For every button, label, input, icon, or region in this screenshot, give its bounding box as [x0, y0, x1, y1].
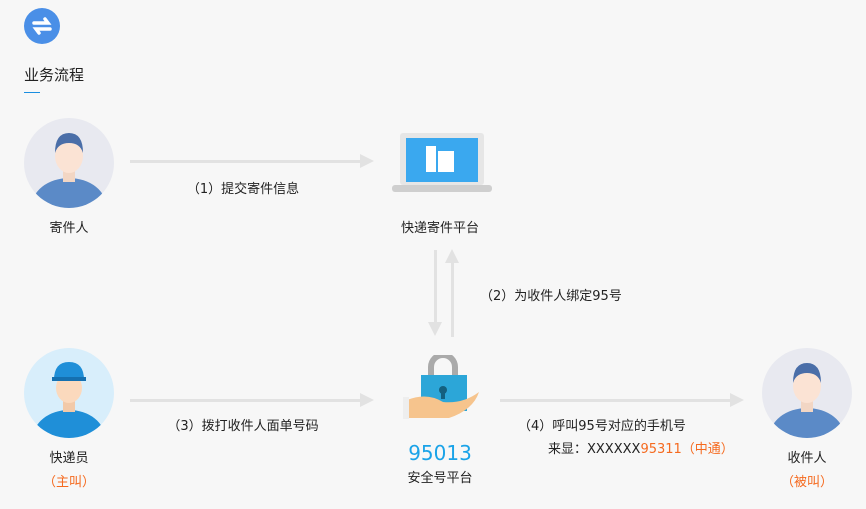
sender-label: 寄件人: [49, 221, 89, 236]
caller-id-number: 95311（中通）: [640, 442, 734, 457]
step4-label: （4）呼叫95号对应的手机号: [518, 419, 686, 434]
platform-label: 快递寄件平台: [400, 221, 480, 236]
caller-id: 来显：XXXXXX95311（中通）: [548, 438, 734, 457]
caller-id-prefix: 来显：XXXXXX: [548, 442, 641, 457]
arrow-step1: [130, 154, 374, 168]
secure-number: 95013: [408, 441, 472, 465]
receiver-avatar: [762, 348, 852, 438]
step2-label: （2）为收件人绑定95号: [480, 289, 622, 304]
lock-hand-icon: [403, 352, 483, 425]
secure-label: 安全号平台: [407, 471, 473, 486]
arrow-step3: [130, 393, 374, 407]
laptop-icon: [392, 133, 492, 197]
arrow-step4: [500, 393, 744, 407]
receiver-label: 收件人: [787, 451, 827, 466]
arrow-down: [428, 250, 442, 336]
page-title: 业务流程: [24, 66, 85, 84]
courier-label: 快递员: [49, 451, 89, 466]
refresh-icon: [24, 8, 60, 44]
step1-label: （1）提交寄件信息: [186, 182, 300, 197]
arrow-up: [445, 249, 459, 337]
sender-avatar: [24, 118, 114, 208]
receiver-role: （被叫）: [780, 475, 834, 490]
courier-role: （主叫）: [42, 475, 96, 490]
title-underline: [24, 92, 40, 93]
courier-avatar: [24, 348, 114, 438]
step3-label: （3）拨打收件人面单号码: [167, 419, 319, 434]
